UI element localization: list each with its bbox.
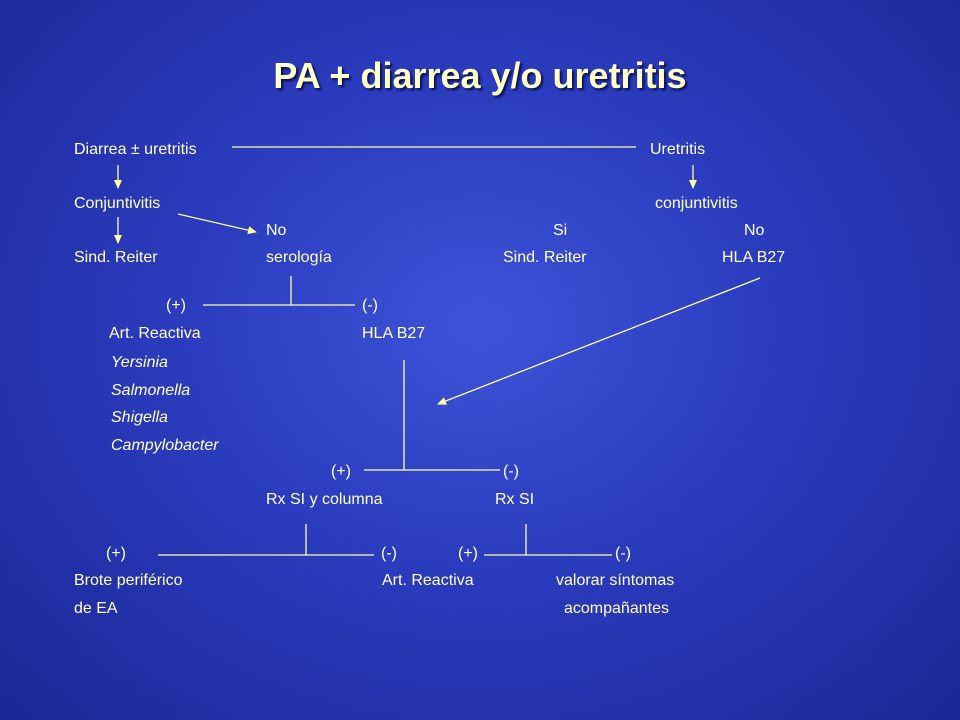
page-title: PA + diarrea y/o uretritis — [273, 55, 687, 96]
node-conjuntivitis-right: conjuntivitis — [655, 195, 738, 212]
node-art-reactiva-1: Art. Reactiva — [109, 325, 201, 342]
node-diarrea-uretritis: Diarrea ± uretritis — [74, 141, 197, 158]
node-neg-rx-si: (-) — [615, 545, 631, 562]
node-pos-serologia: (+) — [166, 297, 186, 314]
node-neg-serologia: (-) — [362, 297, 378, 314]
node-shigella: Shigella — [111, 409, 168, 426]
node-salmonella: Salmonella — [111, 382, 191, 399]
node-uretritis: Uretritis — [650, 141, 706, 158]
node-acompanantes: acompañantes — [564, 600, 669, 617]
node-brote-periferico: Brote periférico — [74, 572, 183, 589]
node-rx-si: Rx SI — [495, 491, 535, 508]
node-neg-rx-columna: (-) — [381, 545, 397, 562]
node-sind-reiter-left: Sind. Reiter — [74, 249, 158, 266]
node-serologia: serología — [266, 249, 332, 266]
arrow-hla-b27-to-mid — [437, 277, 761, 405]
node-pos-rx-si: (+) — [458, 545, 478, 562]
node-sind-reiter-right: Sind. Reiter — [503, 249, 587, 266]
node-no-left: No — [266, 222, 287, 239]
node-art-reactiva-2: Art. Reactiva — [382, 572, 474, 589]
node-de-ea: de EA — [74, 600, 118, 617]
node-hla-b27-right: HLA B27 — [722, 249, 786, 266]
node-campylobacter: Campylobacter — [111, 437, 219, 454]
node-no-right: No — [744, 222, 765, 239]
node-yersinia: Yersinia — [111, 354, 168, 371]
node-pos-rx-columna: (+) — [106, 545, 126, 562]
node-neg-hla: (-) — [503, 463, 519, 480]
node-pos-hla: (+) — [331, 463, 351, 480]
node-si: Si — [553, 222, 568, 239]
arrow-conjuntivitis-to-no — [177, 213, 257, 235]
node-valorar-sintomas: valorar síntomas — [556, 572, 675, 589]
node-rx-si-columna: Rx SI y columna — [266, 491, 383, 508]
node-hla-b27-mid: HLA B27 — [362, 325, 426, 342]
node-conjuntivitis-left: Conjuntivitis — [74, 195, 161, 212]
